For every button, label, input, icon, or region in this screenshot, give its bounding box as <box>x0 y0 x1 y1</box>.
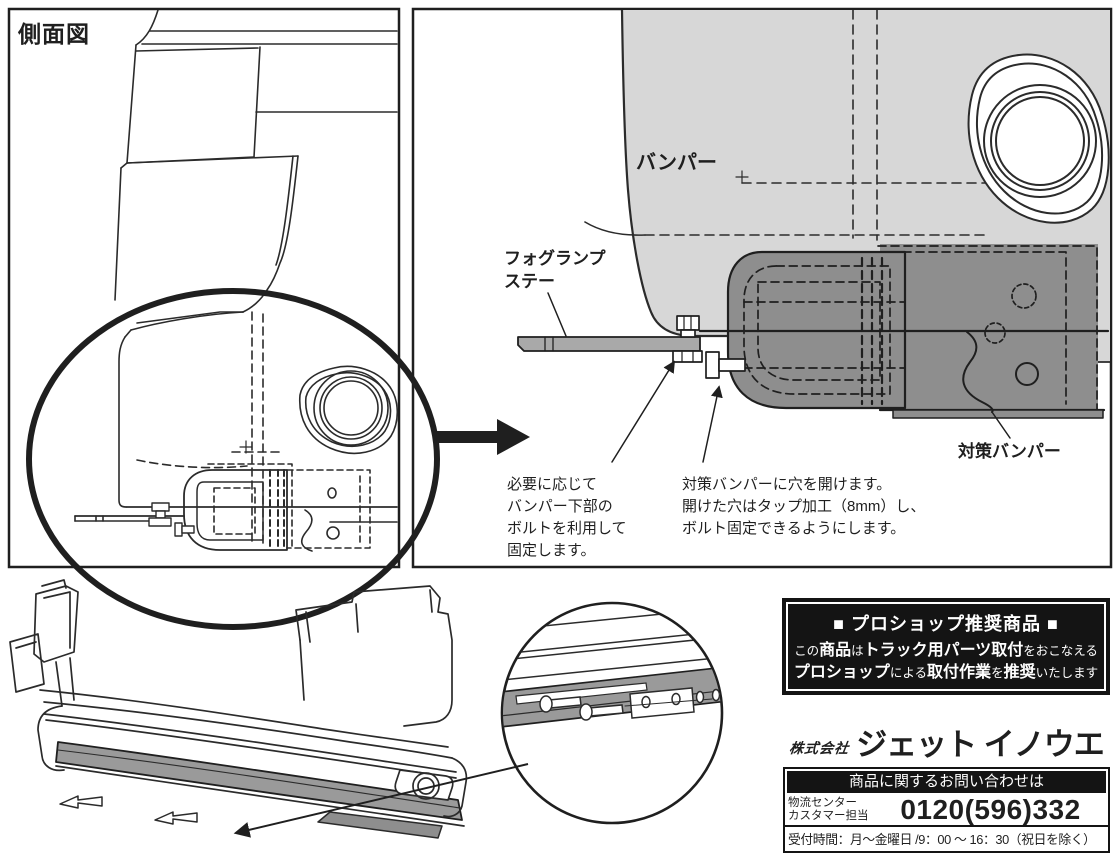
mounting-bolts <box>672 315 746 379</box>
annotation-arrows <box>547 292 723 463</box>
truck-front-art <box>9 579 468 839</box>
detail-leader-arrow <box>233 763 529 838</box>
contact-hours: 受付時間：月～金曜日 /9：00 ～ 16：30（祝日を除く） <box>785 825 1108 851</box>
proshop-seg: この <box>794 643 820 658</box>
side-stay-and-bolts <box>74 502 195 537</box>
contact-department: 物流センター カスタマー担当 <box>788 797 869 822</box>
counter-bumper-label: 対策バンパー <box>958 442 1061 461</box>
side-bracket-art <box>183 463 371 552</box>
proshop-inner: ■ プロショップ推奨商品 ■ この商品はトラック用パーツ取付をおこなえる プロシ… <box>786 602 1106 691</box>
exploded-bolts <box>539 687 721 721</box>
zoom-arrow-icon <box>437 419 530 455</box>
proshop-recommendation-box: ■ プロショップ推奨商品 ■ この商品はトラック用パーツ取付をおこなえる プロシ… <box>782 598 1110 695</box>
proshop-seg: 推奨 <box>1003 663 1036 681</box>
lip-band-shape <box>503 666 721 728</box>
proshop-line-2: プロショップによる取付作業を推奨いたします <box>794 662 1098 684</box>
side-view-title: 側面図 <box>18 21 90 47</box>
brand-name: ジェット イノウエ <box>856 727 1105 762</box>
side-view-panel-frame <box>7 7 401 569</box>
bumper-lip-shape <box>55 741 463 821</box>
pointer-arrow-left <box>611 360 675 463</box>
pointer-arrow-right <box>702 385 723 463</box>
proshop-seg: プロショップ <box>793 663 890 681</box>
side-fog-lamp-bezel <box>298 365 398 455</box>
proshop-seg: トラック用パーツ取付 <box>863 641 1024 659</box>
proshop-seg: による <box>889 665 928 680</box>
highlight-ellipse <box>26 288 440 630</box>
proshop-line-1: この商品はトラック用パーツ取付をおこなえる <box>794 640 1098 662</box>
note-bolt-fixing: 必要に応じて バンパー下部の ボルトを利用して 固定します。 <box>507 476 627 559</box>
fog-lamp-bezel <box>967 53 1110 224</box>
fog-stay-shape <box>517 329 1110 352</box>
proshop-seg: 取付作業 <box>927 663 992 681</box>
bumper-label: バンパー <box>636 152 717 174</box>
contact-box: 商品に関するお問い合わせは 物流センター カスタマー担当 0120(596)33… <box>783 767 1110 853</box>
contact-body: 物流センター カスタマー担当 0120(596)332 <box>785 795 1108 825</box>
contact-phone-number: 0120(596)332 <box>900 794 1081 825</box>
proshop-seg: 商品 <box>819 641 852 659</box>
brand-logo: 株式会社 ジェット イノウエ <box>783 718 1110 762</box>
detail-circle-art <box>233 601 724 838</box>
proshop-seg: をおこなえる <box>1023 643 1098 658</box>
contact-header: 商品に関するお問い合わせは <box>787 771 1106 793</box>
detail-panel-art <box>517 10 1110 463</box>
proshop-seg: いたします <box>1035 665 1099 680</box>
counter-bumper-shape <box>877 244 1106 439</box>
mount-point-arrow-icons <box>59 795 198 825</box>
fog-lamp-stay-label: フォグランプ ステー <box>504 249 606 291</box>
brand-prefix: 株式会社 <box>788 740 851 756</box>
side-view-truck-art <box>74 10 398 552</box>
proshop-seg: を <box>991 665 1004 680</box>
proshop-title: ■ プロショップ推奨商品 ■ <box>833 613 1059 634</box>
proshop-seg: は <box>851 643 864 658</box>
note-drill-tap: 対策バンパーに穴を開けます。 開けた穴はタップ加工（8mm）し、 ボルト固定でき… <box>682 476 926 537</box>
